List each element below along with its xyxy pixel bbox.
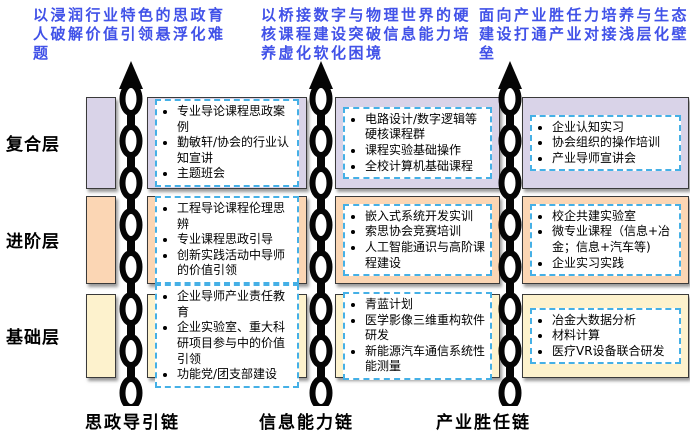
bullet-item: 嵌入式系统开发实训 (365, 209, 487, 225)
item-box: 嵌入式系统开发实训索思协会竞赛培训人工智能通识与高阶课程建设 (343, 203, 492, 277)
item-box: 冶金大数据分析材料计算医疗VR设备联合研发 (530, 307, 681, 365)
bullet-item: 医疗VR设备联合研发 (552, 344, 676, 360)
bullet-list: 青蓝计划医学影像三维重构软件研发新能源汽车通信系统性能测量 (346, 297, 487, 375)
bullet-item: 材料计算 (552, 328, 676, 344)
cell-basic-industry: 冶金大数据分析材料计算医疗VR设备联合研发 (522, 294, 689, 378)
chain-arrow-icon (309, 61, 333, 406)
item-box: 企业导师产业责任教育企业实验室、重大科研项目参与中的价值引领功能党/团支部建设 (155, 284, 299, 388)
layer-label-basic: 基础层 (6, 327, 60, 348)
bullet-item: 企业认知实习 (552, 120, 676, 136)
bullet-item: 全校计算机基础课程 (365, 159, 487, 175)
bullet-item: 电路设计/数字逻辑等硬核课程群 (365, 112, 487, 143)
bullet-item: 工程导论课程伦理思辨 (177, 201, 294, 232)
bullet-item: 主题班会 (177, 166, 294, 182)
bullet-list: 嵌入式系统开发实训索思协会竞赛培训人工智能通识与高阶课程建设 (346, 209, 487, 271)
item-box: 青蓝计划医学影像三维重构软件研发新能源汽车通信系统性能测量 (343, 292, 492, 380)
cell-composite-information: 电路设计/数字逻辑等硬核课程群课程实验基础操作全校计算机基础课程 (335, 97, 500, 189)
row-stub-basic (86, 294, 116, 378)
row-stub-composite (86, 97, 116, 189)
header-ideology-problem: 以浸润行业特色的思政育人破解价值引领悬浮化难题 (33, 6, 226, 63)
cell-basic-information: 青蓝计划医学影像三维重构软件研发新能源汽车通信系统性能测量 (335, 292, 500, 380)
cell-advanced-information: 嵌入式系统开发实训索思协会竞赛培训人工智能通识与高阶课程建设 (335, 196, 500, 284)
chain-arrow-icon (119, 61, 143, 406)
bullet-item: 专业导论课程思政案例 (177, 104, 294, 135)
bullet-item: 产业导师宣讲会 (552, 151, 676, 167)
bullet-item: 创新实践活动中导师的价值引领 (177, 248, 294, 279)
item-box: 企业认知实习协会组织的操作培训产业导师宣讲会 (530, 114, 681, 172)
chain-label-industry: 产业胜任链 (436, 413, 531, 433)
bullet-item: 新能源汽车通信系统性能测量 (365, 344, 487, 375)
cell-advanced-industry: 校企共建实验室微专业课程（信息+冶金；信息+汽车等)企业实习实践 (522, 196, 689, 284)
bullet-item: 人工智能通识与高阶课程建设 (365, 240, 487, 271)
chain-label-information: 信息能力链 (259, 413, 354, 433)
bullet-item: 勤敏轩/协会的行业认知宣讲 (177, 135, 294, 166)
bullet-list: 工程导论课程伦理思辨专业课程思政引导创新实践活动中导师的价值引领 (158, 201, 294, 279)
cell-composite-industry: 企业认知实习协会组织的操作培训产业导师宣讲会 (522, 97, 689, 189)
bullet-list: 冶金大数据分析材料计算医疗VR设备联合研发 (533, 313, 676, 360)
cell-advanced-ideology: 工程导论课程伦理思辨专业课程思政引导创新实践活动中导师的价值引领 (147, 196, 307, 284)
item-box: 专业导论课程思政案例勤敏轩/协会的行业认知宣讲主题班会 (155, 99, 299, 187)
bullet-item: 企业导师产业责任教育 (177, 289, 294, 320)
bullet-item: 企业实验室、重大科研项目参与中的价值引领 (177, 320, 294, 367)
row-stub-advanced (86, 196, 116, 284)
bullet-list: 校企共建实验室微专业课程（信息+冶金；信息+汽车等)企业实习实践 (533, 209, 676, 271)
bullet-item: 校企共建实验室 (552, 209, 676, 225)
bullet-list: 专业导论课程思政案例勤敏轩/协会的行业认知宣讲主题班会 (158, 104, 294, 182)
bullet-list: 企业导师产业责任教育企业实验室、重大科研项目参与中的价值引领功能党/团支部建设 (158, 289, 294, 383)
bullet-list: 企业认知实习协会组织的操作培训产业导师宣讲会 (533, 120, 676, 167)
bullet-item: 协会组织的操作培训 (552, 135, 676, 151)
bullet-item: 医学影像三维重构软件研发 (365, 313, 487, 344)
layer-label-advanced: 进阶层 (6, 231, 60, 252)
bullet-item: 微专业课程（信息+冶金；信息+汽车等) (552, 224, 676, 255)
bullet-item: 企业实习实践 (552, 256, 676, 272)
bullet-item: 专业课程思政引导 (177, 232, 294, 248)
chain-arrow-icon (498, 61, 522, 406)
bullet-item: 课程实验基础操作 (365, 143, 487, 159)
item-box: 工程导论课程伦理思辨专业课程思政引导创新实践活动中导师的价值引领 (155, 196, 299, 284)
bullet-item: 索思协会竞赛培训 (365, 224, 487, 240)
bullet-item: 冶金大数据分析 (552, 313, 676, 329)
bullet-item: 青蓝计划 (365, 297, 487, 313)
item-box: 校企共建实验室微专业课程（信息+冶金；信息+汽车等)企业实习实践 (530, 203, 681, 277)
header-information-problem: 以桥接数字与物理世界的硬核课程建设突破信息能力培养虚化软化困境 (261, 6, 472, 63)
cell-basic-ideology: 企业导师产业责任教育企业实验室、重大科研项目参与中的价值引领功能党/团支部建设 (147, 284, 307, 388)
bullet-item: 功能党/团支部建设 (177, 367, 294, 383)
layer-label-composite: 复合层 (6, 134, 60, 155)
header-industry-problem: 面向产业胜任力培养与生态建设打通产业对接浅层化壁垒 (479, 6, 690, 63)
cell-composite-ideology: 专业导论课程思政案例勤敏轩/协会的行业认知宣讲主题班会 (147, 97, 307, 189)
item-box: 电路设计/数字逻辑等硬核课程群课程实验基础操作全校计算机基础课程 (343, 106, 492, 180)
bullet-list: 电路设计/数字逻辑等硬核课程群课程实验基础操作全校计算机基础课程 (346, 112, 487, 174)
chain-label-ideology: 思政导引链 (85, 413, 180, 433)
